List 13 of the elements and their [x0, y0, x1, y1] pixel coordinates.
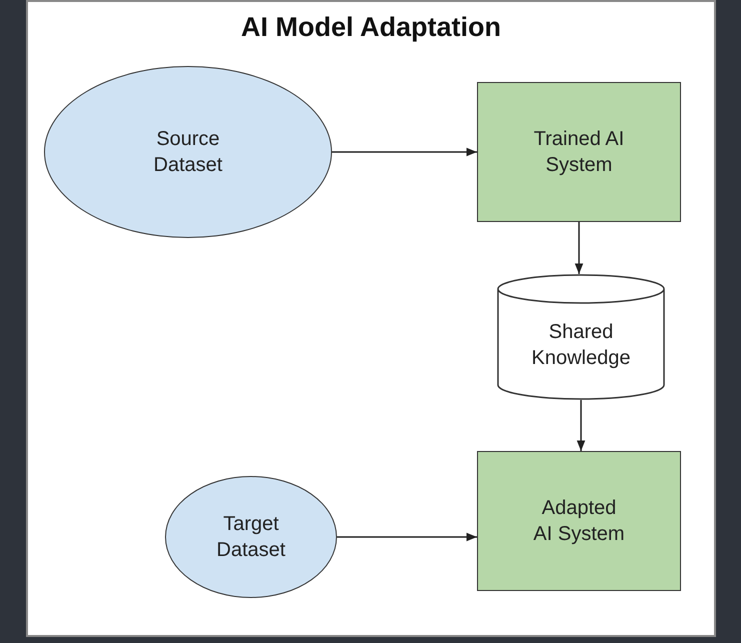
node-label: Source Dataset: [152, 127, 224, 178]
arrow: [574, 222, 584, 274]
arrow: [576, 400, 586, 451]
diagram-title: AI Model Adaptation: [240, 12, 502, 43]
node-label: Target Dataset: [216, 512, 286, 563]
process-box: [477, 451, 681, 591]
node-label: Adapted AI System: [532, 496, 626, 547]
node-label: Trained AI System: [532, 127, 626, 178]
database-cylinder: [497, 274, 665, 400]
arrow: [332, 148, 477, 156]
arrow: [337, 532, 477, 542]
node-label: Shared Knowledge: [530, 320, 632, 371]
process-box: [477, 82, 681, 222]
